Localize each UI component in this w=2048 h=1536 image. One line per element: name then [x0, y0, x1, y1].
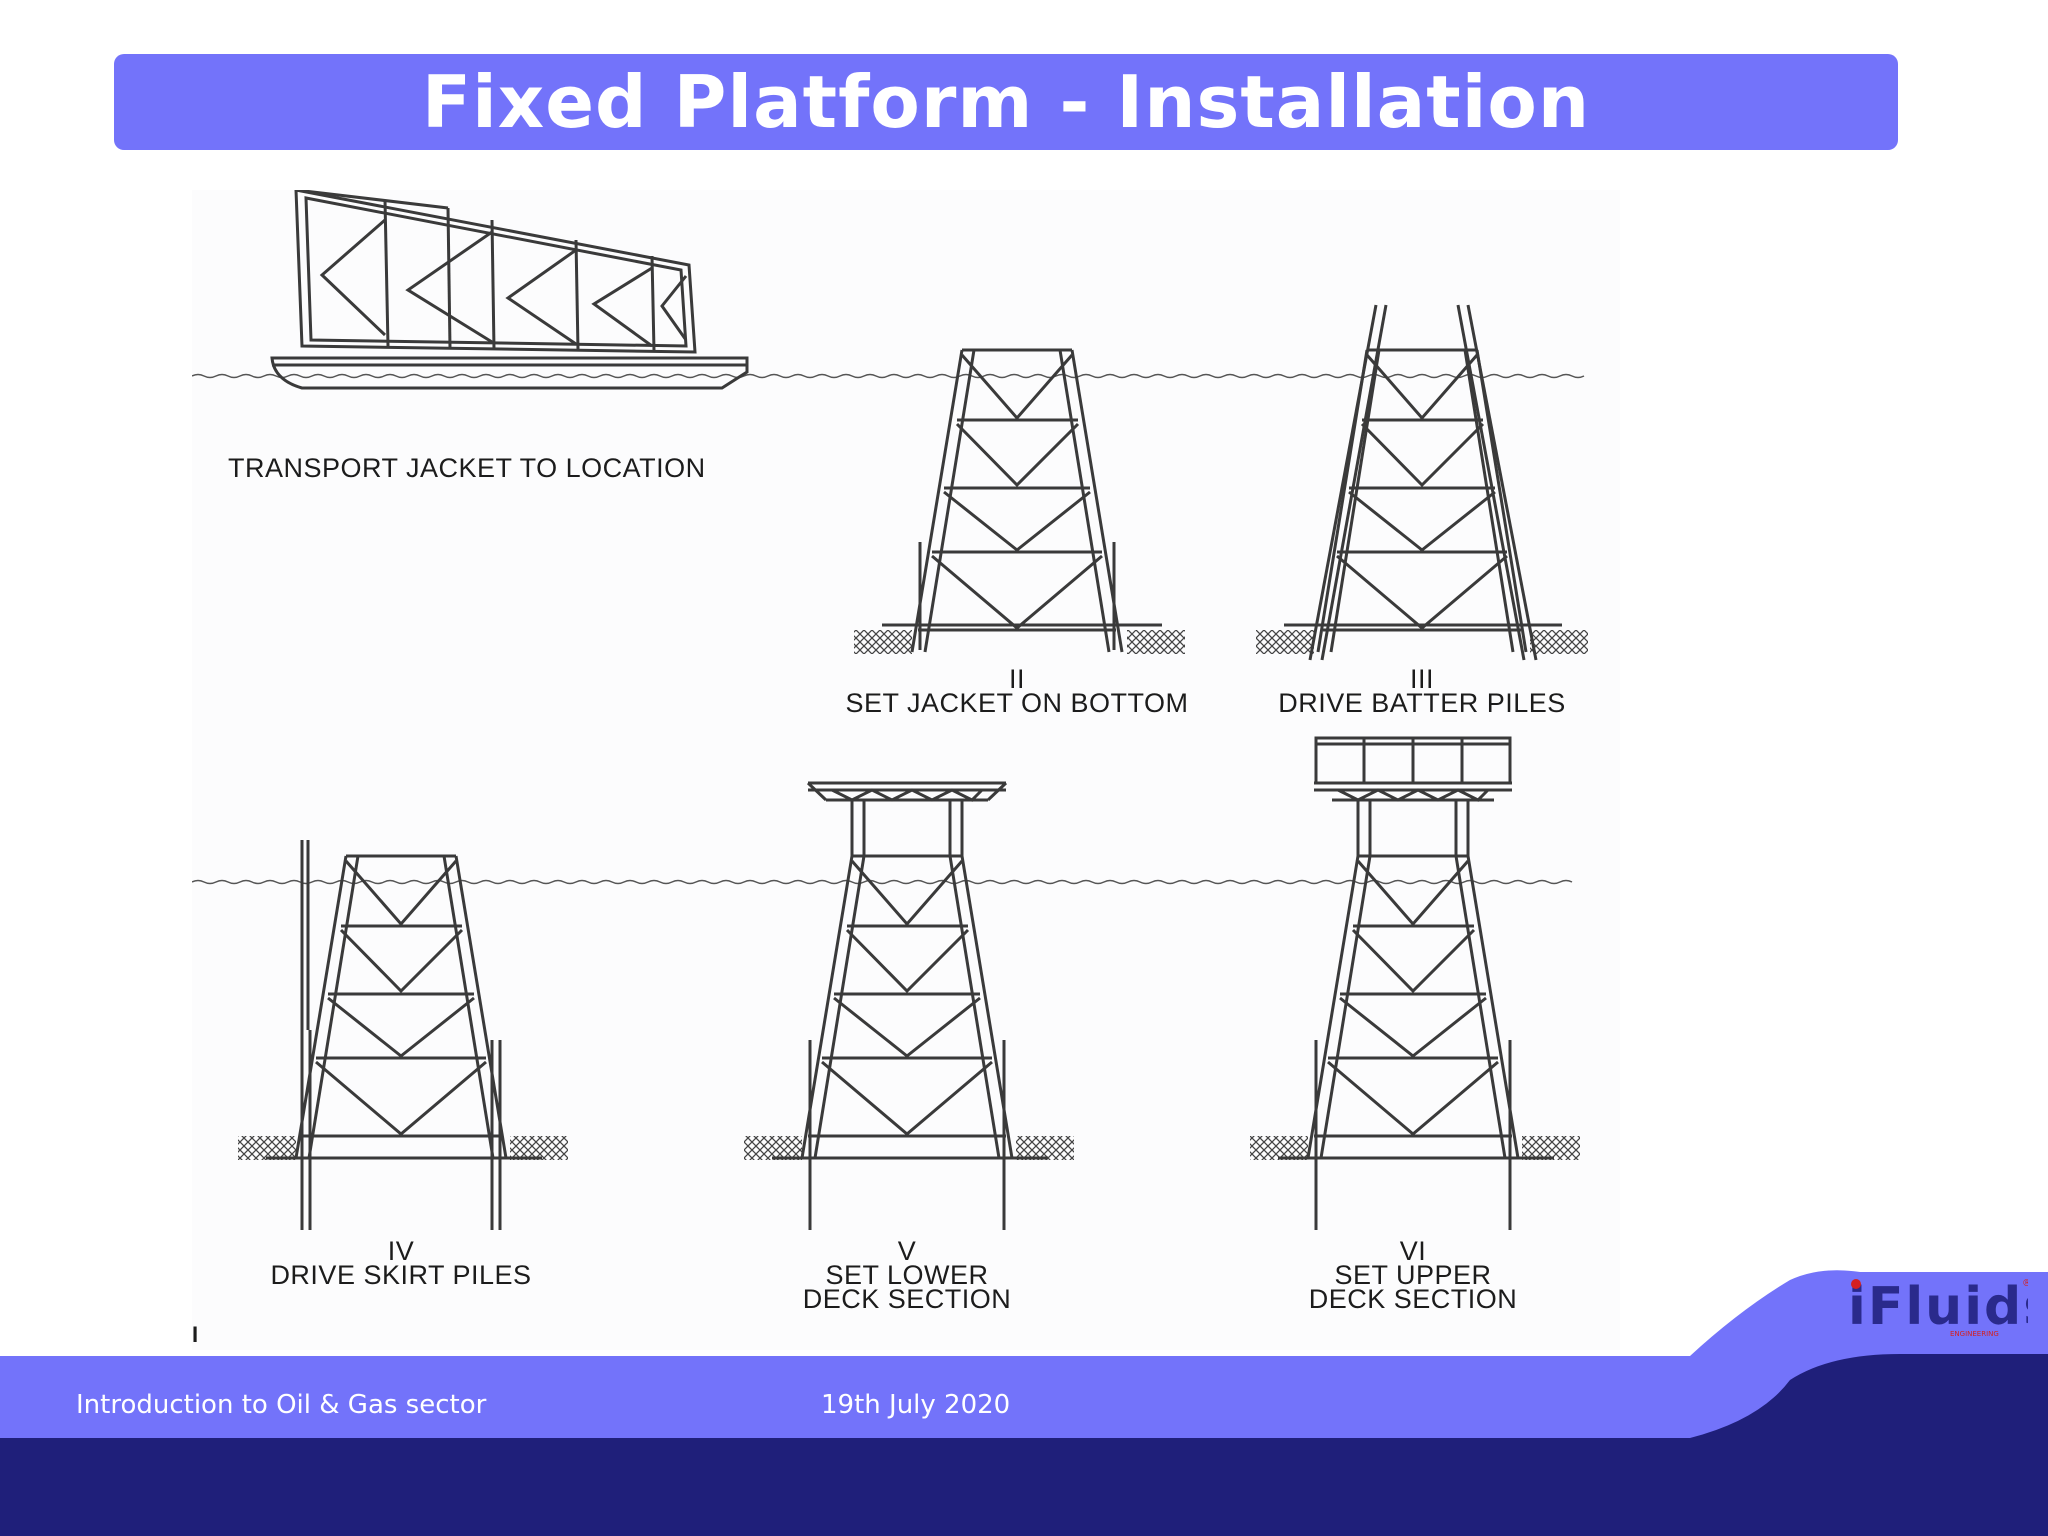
stage-3-batter-piles: [1256, 304, 1588, 661]
stage-6-caption-line1: SET UPPER: [1334, 1260, 1491, 1290]
installation-drawing: TRANSPORT JACKET TO LOCATION II SET JACK…: [192, 190, 1588, 1347]
stage-5-lower-deck: [744, 781, 1074, 1230]
stage-5-numeral: V: [898, 1236, 917, 1266]
stage-6-upper-deck: [1250, 736, 1580, 1230]
stage-4-caption: DRIVE SKIRT PILES: [270, 1260, 531, 1290]
stage-6-caption-line2: DECK SECTION: [1309, 1284, 1518, 1314]
stage-2-caption: SET JACKET ON BOTTOM: [845, 688, 1188, 718]
stage-3-caption: DRIVE BATTER PILES: [1278, 688, 1566, 718]
ifluids-logo: iFluids ® ENGINEERING: [1848, 1278, 2028, 1338]
footer-course: Introduction to Oil & Gas sector: [76, 1390, 487, 1420]
corner-mark: I: [192, 1322, 199, 1347]
footer-date: 19th July 2020: [821, 1390, 1011, 1420]
stage-2-jacket-on-bottom: [854, 348, 1185, 654]
stage-1-caption: TRANSPORT JACKET TO LOCATION: [228, 453, 706, 483]
stage-5-caption-line2: DECK SECTION: [803, 1284, 1012, 1314]
title-banner: Fixed Platform - Installation: [114, 54, 1898, 150]
stage-4-skirt-piles: [238, 840, 568, 1230]
logo-wordmark: iFluids: [1848, 1278, 2028, 1337]
waterline-bottom: [192, 879, 1573, 885]
installation-diagram: TRANSPORT JACKET TO LOCATION II SET JACK…: [192, 190, 1620, 1350]
stage-2-numeral: II: [1009, 664, 1025, 694]
waterline-top: [192, 373, 1585, 379]
logo-tagline: ENGINEERING: [1950, 1330, 1999, 1338]
stage-4-numeral: IV: [388, 1236, 415, 1266]
stage-3-numeral: III: [1410, 664, 1434, 694]
stage-6-numeral: VI: [1400, 1236, 1427, 1266]
footer-band: [0, 1270, 2048, 1536]
slide-title: Fixed Platform - Installation: [421, 60, 1591, 144]
stage-1-barge-jacket: [270, 190, 749, 390]
svg-text:®: ®: [2022, 1278, 2028, 1289]
stage-5-caption-line1: SET LOWER: [825, 1260, 988, 1290]
